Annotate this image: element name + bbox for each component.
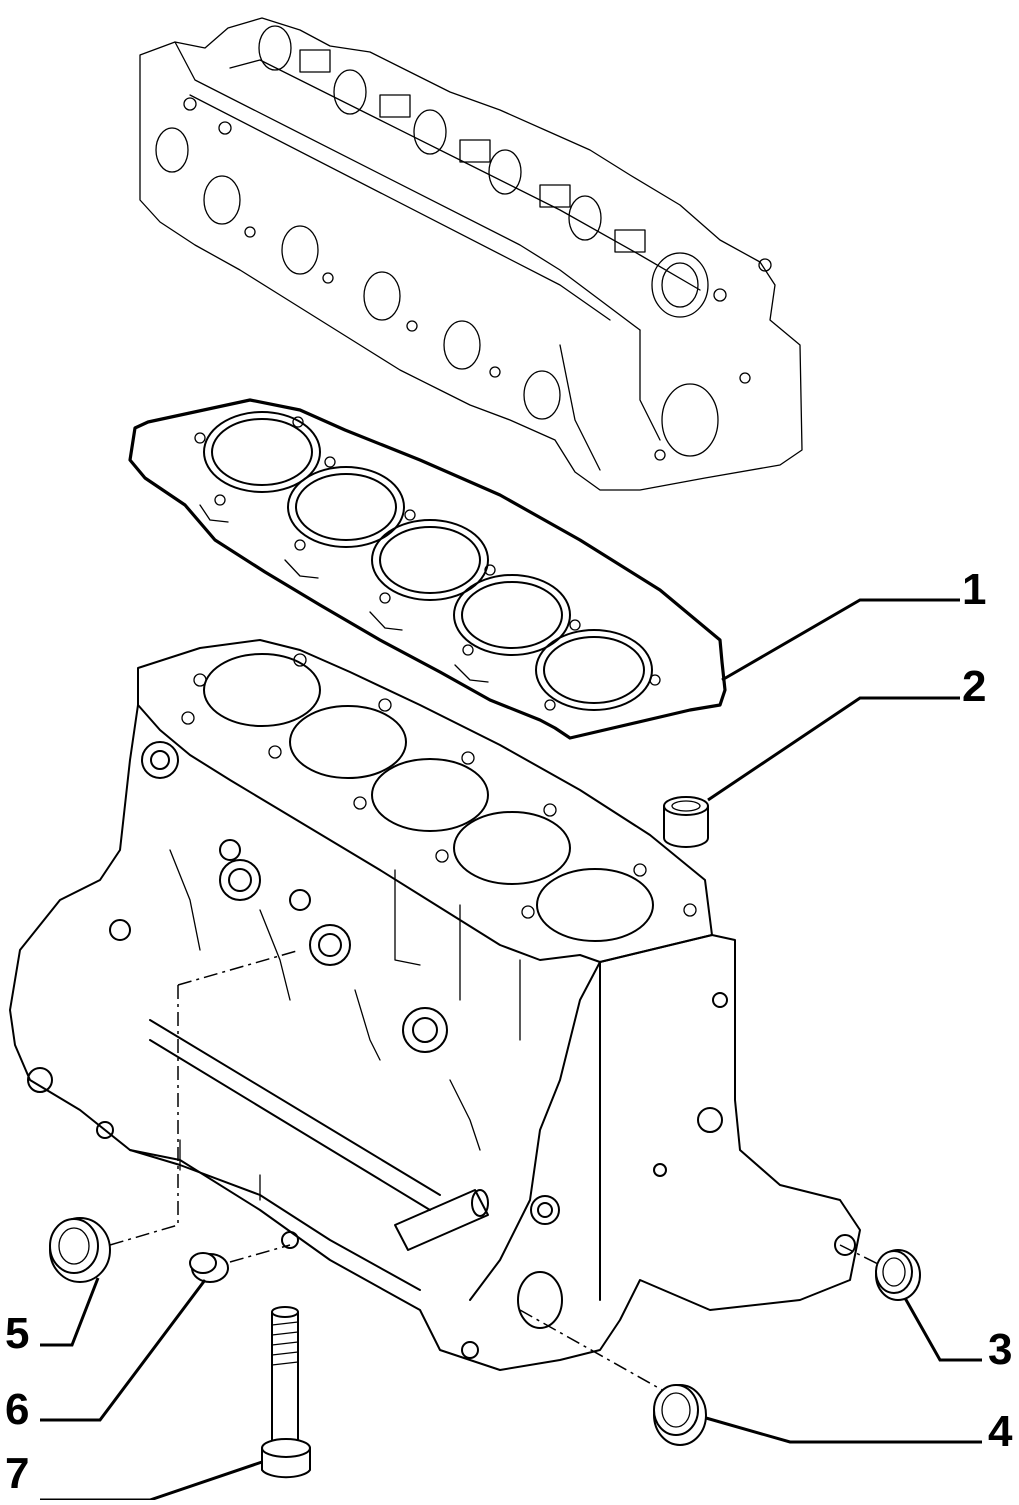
callout-1: 1 [962, 565, 987, 614]
bolt-part-7 [261, 1306, 311, 1479]
bushing-part-5 [49, 1217, 111, 1283]
head-gasket [128, 398, 727, 740]
callout-7: 7 [5, 1449, 30, 1498]
bushing-part-3 [875, 1249, 921, 1301]
bushing-part-2 [663, 796, 709, 848]
callout-4: 4 [988, 1407, 1013, 1456]
leader-2 [707, 696, 960, 802]
leader-1 [721, 598, 960, 682]
leader-6 [40, 1279, 207, 1422]
leader-5 [40, 1277, 100, 1347]
leader-4 [705, 1416, 982, 1444]
plug-part-6 [189, 1252, 229, 1283]
callout-6: 6 [5, 1385, 30, 1434]
leader-lines [40, 598, 982, 1502]
callout-3: 3 [988, 1325, 1013, 1374]
bushing-part-4 [653, 1384, 707, 1446]
leader-7 [40, 1460, 263, 1502]
engine-block [9, 639, 861, 1371]
callout-2: 2 [962, 662, 987, 711]
leader-3 [903, 1297, 982, 1362]
callout-5: 5 [5, 1309, 30, 1358]
cylinder-head [139, 17, 803, 491]
